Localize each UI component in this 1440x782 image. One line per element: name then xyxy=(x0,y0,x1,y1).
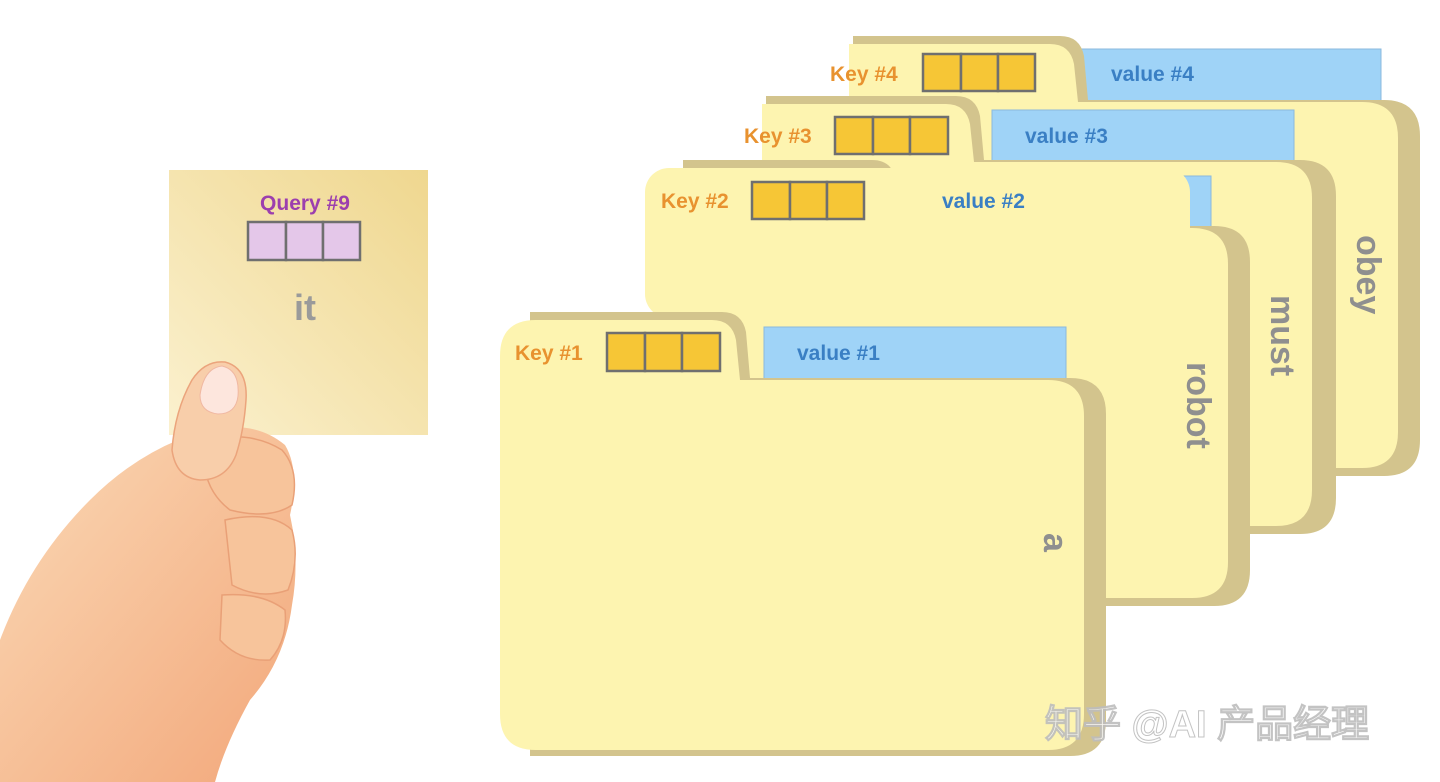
query-vector-cell xyxy=(321,220,362,262)
word-label-2: robot xyxy=(1179,362,1217,449)
key-vector-1-cell xyxy=(605,331,647,373)
value-label-4: value #4 xyxy=(1111,63,1194,86)
key-vector-2-cell xyxy=(788,180,829,221)
key-vector-3 xyxy=(833,115,950,156)
value-label-3: value #3 xyxy=(1025,125,1108,148)
value-label-1: value #1 xyxy=(797,342,880,365)
key-vector-1-cell xyxy=(680,331,722,373)
query-vector-cell xyxy=(246,220,288,262)
query-vector xyxy=(246,220,362,262)
key-vector-3-cell xyxy=(908,115,950,156)
key-vector-2-cell xyxy=(750,180,792,221)
query-word: it xyxy=(294,287,316,328)
key-vector-2-cell xyxy=(825,180,866,221)
key-vector-2 xyxy=(750,180,866,221)
key-vector-4 xyxy=(921,52,1037,93)
key-vector-4-cell xyxy=(921,52,963,93)
hand-palm xyxy=(0,427,296,782)
word-label-3: must xyxy=(1263,295,1301,376)
key-vector-4-cell xyxy=(959,52,1000,93)
query-vector-cell xyxy=(284,220,325,262)
watermark-text: 知乎 @AI 产品经理 xyxy=(1045,704,1369,746)
key-vector-1-cell xyxy=(643,331,684,373)
key-vector-1 xyxy=(605,331,722,373)
key-label-2: Key #2 xyxy=(661,190,729,213)
word-label-4: obey xyxy=(1349,235,1387,314)
value-label-2: value #2 xyxy=(942,190,1025,213)
query-card: Query #9 it xyxy=(169,170,428,435)
key-vector-3-cell xyxy=(833,115,875,156)
hand-illustration xyxy=(0,361,296,782)
key-label-4: Key #4 xyxy=(830,63,898,86)
key-label-3: Key #3 xyxy=(744,125,812,148)
key-vector-4-cell xyxy=(996,52,1037,93)
folder-1: Key #1 value #1 a xyxy=(500,312,1106,756)
key-label-1: Key #1 xyxy=(515,342,583,365)
query-label: Query #9 xyxy=(260,192,350,215)
hand-fingers xyxy=(204,435,296,661)
thumb-nail xyxy=(199,365,239,415)
folder-1-body xyxy=(500,320,1084,750)
word-label-1: a xyxy=(1036,533,1074,553)
key-vector-3-cell xyxy=(871,115,912,156)
